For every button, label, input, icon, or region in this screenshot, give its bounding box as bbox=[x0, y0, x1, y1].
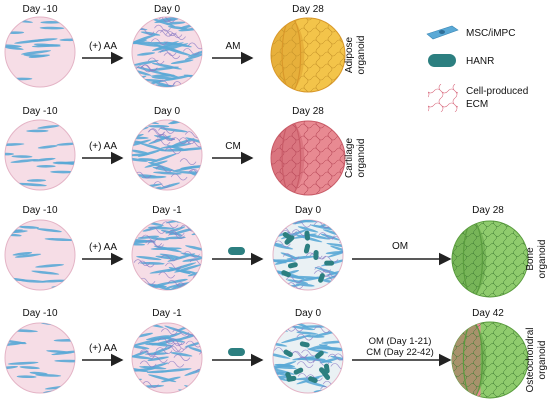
row-cartilage: Day -10 Day 0 Day 28 (+) AA CM Cartilage… bbox=[4, 106, 367, 196]
organoid-label-line2: organoid bbox=[537, 341, 548, 380]
dish-day-0-with-hanr bbox=[272, 219, 344, 291]
day-label: Day 28 bbox=[292, 106, 324, 117]
day-label: Day -10 bbox=[22, 4, 57, 15]
day-label: Day -10 bbox=[22, 308, 57, 319]
organoid-label-line2: organoid bbox=[537, 240, 548, 279]
step-label: AM bbox=[226, 41, 241, 52]
day-label: Day 28 bbox=[292, 4, 324, 15]
day-label: Day 0 bbox=[295, 205, 322, 216]
day-label: Day 42 bbox=[472, 308, 504, 319]
msc-cell-icon bbox=[426, 25, 459, 40]
osteochondral-organoid-sphere bbox=[451, 321, 529, 399]
dish-day-minus10 bbox=[4, 119, 76, 191]
row-bone: Day -10 Day -1 Day 0 Day 28 (+) AA OM Bo… bbox=[4, 205, 548, 298]
ecm-mesh-icon bbox=[428, 84, 458, 112]
organoid-label-line1: Osteochondral bbox=[525, 327, 536, 392]
step-label: (+) AA bbox=[89, 343, 117, 354]
day-label: Day -1 bbox=[152, 205, 182, 216]
day-label: Day -10 bbox=[22, 205, 57, 216]
legend-label-hanr: HANR bbox=[466, 56, 494, 67]
row-adipose: Day -10 Day 0 Day 28 (+) AA AM Adipose o… bbox=[4, 4, 367, 93]
dish-day-minus10 bbox=[4, 16, 76, 88]
legend-label-ecm-line1: Cell-produced bbox=[466, 86, 528, 97]
legend-label-ecm-line2: ECM bbox=[466, 99, 488, 110]
hanr-capsule-icon bbox=[428, 54, 456, 67]
dish-day-0-with-hanr bbox=[272, 322, 344, 394]
organoid-label-line1: Bone bbox=[525, 247, 536, 271]
legend: MSC/iMPC HANR Cell-produced ECM bbox=[426, 25, 528, 112]
cartilage-organoid-sphere bbox=[270, 120, 346, 196]
bone-organoid-sphere bbox=[451, 220, 529, 298]
step-label: OM (Day 1-21) bbox=[369, 336, 432, 347]
day-label: Day -10 bbox=[22, 106, 57, 117]
step-label: (+) AA bbox=[89, 41, 117, 52]
step-label: (+) AA bbox=[89, 141, 117, 152]
day-label: Day 0 bbox=[154, 106, 181, 117]
day-label: Day 0 bbox=[154, 4, 181, 15]
organoid-label-line1: Adipose bbox=[344, 36, 355, 73]
step-label: (+) AA bbox=[89, 242, 117, 253]
dish-day-minus10 bbox=[4, 219, 76, 291]
day-label: Day 28 bbox=[472, 205, 504, 216]
dish-day-0 bbox=[131, 119, 203, 191]
dish-day-minus1 bbox=[131, 219, 203, 291]
step-label: CM (Day 22-42) bbox=[366, 347, 434, 358]
adipose-organoid-sphere bbox=[270, 17, 346, 93]
day-label: Day 0 bbox=[295, 308, 322, 319]
step-label: CM bbox=[225, 141, 241, 152]
dish-day-minus10 bbox=[4, 322, 76, 394]
day-label: Day -1 bbox=[152, 308, 182, 319]
legend-label-msc: MSC/iMPC bbox=[466, 28, 515, 39]
organoid-label-line2: organoid bbox=[356, 36, 367, 75]
dish-day-0 bbox=[131, 16, 203, 88]
step-label: OM bbox=[392, 241, 408, 252]
hanr-capsule-icon bbox=[228, 247, 245, 255]
organoid-label-line1: Cartilage bbox=[344, 138, 355, 178]
organoid-label-line2: organoid bbox=[356, 139, 367, 178]
hanr-capsule-icon bbox=[228, 348, 245, 356]
dish-day-minus1 bbox=[131, 322, 203, 394]
row-osteochondral: Day -10 Day -1 Day 0 Day 42 (+) AA OM (D… bbox=[4, 308, 548, 399]
